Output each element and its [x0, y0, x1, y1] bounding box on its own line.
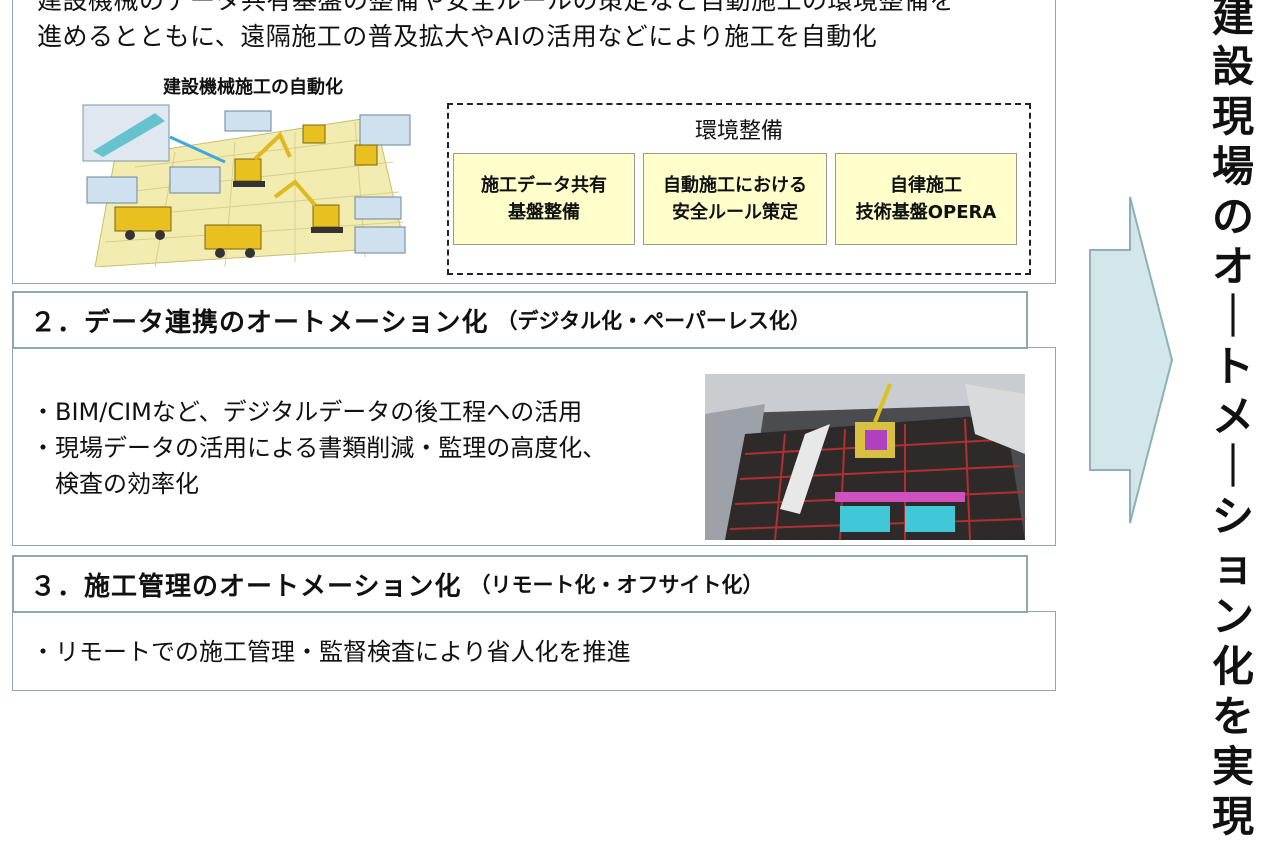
- bullet-item: ・BIM/CIMなど、デジタルデータの後工程への活用: [31, 398, 583, 426]
- section1-line: 建設機械のデータ共有基盤の整備や安全ルールの策定など自動施工の環境整備を: [37, 0, 956, 15]
- right-arrow-icon: [1089, 196, 1174, 524]
- section3-heading-main: ３．施工管理のオートメーション化: [30, 571, 462, 602]
- vertical-title-char: ｜: [1211, 292, 1254, 341]
- section3-panel: ・リモートでの施工管理・監督検査により省人化を推進: [12, 611, 1056, 691]
- env-item-opera: 自律施工 技術基盤OPERA: [835, 153, 1017, 245]
- vertical-title-char: の: [1211, 192, 1254, 241]
- section1-panel: 建設機械のデータ共有基盤の整備や安全ルールの策定など自動施工の環境整備を 進める…: [12, 0, 1056, 284]
- construction-machine-illustration: [82, 104, 411, 267]
- vertical-title-char: メ: [1211, 392, 1254, 441]
- vertical-title-char: ン: [1211, 592, 1254, 641]
- environment-title: 環境整備: [694, 119, 783, 144]
- vertical-title-char: ｜: [1211, 442, 1254, 491]
- bullet-item: ・現場データの活用による書類削減・監理の高度化、: [31, 434, 607, 462]
- vertical-title-char: を: [1211, 692, 1254, 741]
- section3-heading: ３．施工管理のオートメーション化 （リモート化・オフサイト化）: [12, 555, 1028, 613]
- bullet-item: 検査の効率化: [31, 470, 199, 498]
- vertical-title-char: 現: [1211, 792, 1254, 841]
- env-item-safety-rules: 自動施工における 安全ルール策定: [643, 153, 827, 245]
- bullet-item: ・リモートでの施工管理・監督検査により省人化を推進: [31, 638, 631, 666]
- section2-heading-sub: （デジタル化・ペーパーレス化）: [496, 309, 811, 333]
- env-item-data-platform: 施工データ共有 基盤整備: [453, 153, 635, 245]
- automation-vertical-title: 建設現場のオ｜トメ｜ション化を実現: [1198, 0, 1268, 842]
- vertical-title-char: ト: [1211, 342, 1254, 391]
- bim-site-image: [705, 374, 1025, 540]
- vertical-title-char: 設: [1211, 42, 1254, 91]
- vertical-title-char: ョ: [1211, 542, 1254, 591]
- section1-description: 建設機械のデータ共有基盤の整備や安全ルールの策定など自動施工の環境整備を 進める…: [37, 0, 1047, 55]
- vertical-title-char: 実: [1211, 742, 1254, 791]
- vertical-title-char: オ: [1211, 242, 1254, 291]
- section1-line: 進めるとともに、遠隔施工の普及拡大やAIの活用などにより施工を自動化: [37, 22, 878, 51]
- machine-automation-title: 建設機械施工の自動化: [163, 77, 343, 98]
- vertical-title-char: 現: [1211, 92, 1254, 141]
- section2-panel: ・BIM/CIMなど、デジタルデータの後工程への活用 ・現場データの活用による書…: [12, 347, 1056, 546]
- vertical-title-char: 建: [1211, 0, 1254, 41]
- vertical-title-char: シ: [1211, 492, 1254, 541]
- section2-heading-main: ２．データ連携のオートメーション化: [30, 307, 489, 338]
- section3-bullets: ・リモートでの施工管理・監督検査により省人化を推進: [31, 634, 631, 670]
- vertical-title-char: 化: [1211, 642, 1254, 691]
- environment-setup-box: 環境整備 施工データ共有 基盤整備 自動施工における 安全ルール策定 自律施工 …: [447, 103, 1031, 275]
- section2-bullets: ・BIM/CIMなど、デジタルデータの後工程への活用 ・現場データの活用による書…: [31, 394, 606, 502]
- section2-heading: ２．データ連携のオートメーション化 （デジタル化・ペーパーレス化）: [12, 291, 1028, 349]
- section3-heading-sub: （リモート化・オフサイト化）: [469, 573, 764, 597]
- vertical-title-char: 場: [1211, 142, 1254, 191]
